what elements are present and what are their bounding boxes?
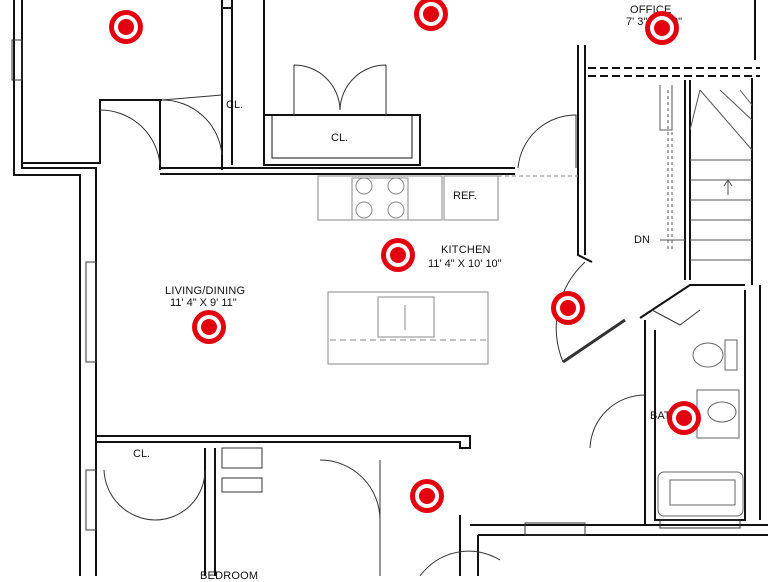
kitchen-size-label: 11' 4" X 10' 10" [428, 258, 502, 270]
wall-stair-left [684, 80, 691, 280]
door-leaf-closet [161, 94, 223, 101]
wall-top-left-segment [99, 99, 162, 110]
marker-bath[interactable] [667, 401, 701, 435]
wall-bedroom-closet [204, 448, 216, 576]
refrigerator-label: REF. [453, 190, 477, 202]
wall-bedroom-top [96, 435, 471, 449]
closet-label-bedroom: CL. [133, 448, 151, 460]
wall-office-bottom [588, 67, 760, 77]
marker-top-left[interactable] [109, 10, 143, 44]
kitchen-counter [317, 175, 578, 221]
marker-kitchen[interactable] [381, 238, 415, 272]
wall-closet-box [263, 0, 421, 166]
windows [11, 39, 741, 536]
kitchen-label: KITCHEN [441, 244, 491, 256]
exterior-wall-left [13, 0, 81, 576]
door-arc-kitchen-right [517, 114, 577, 169]
marker-office[interactable] [645, 11, 679, 45]
wall-top-left-room [22, 110, 101, 164]
wall-office-left [577, 45, 593, 263]
door-arc-closet [161, 99, 223, 156]
marker-bedroom[interactable] [410, 479, 444, 513]
door-arc-bath [589, 394, 646, 449]
wall-bedroom-right [459, 515, 768, 576]
kitchen-island [327, 291, 489, 365]
marker-top-center[interactable] [414, 0, 448, 31]
living-size-label: 11' 4" X 9' 11" [170, 297, 237, 309]
living-label: LIVING/DINING [165, 285, 246, 297]
closet-label-top-center: CL. [331, 132, 349, 144]
marker-living[interactable] [192, 310, 226, 344]
wall-closet-column [221, 0, 233, 170]
closet-label-top-left: CL. [226, 99, 244, 111]
exterior-wall-left-inner [21, 0, 97, 576]
door-double-closet [293, 64, 387, 115]
wall-kitchen-top [160, 167, 515, 175]
wall-bath-top [639, 284, 745, 319]
marker-hall[interactable] [551, 291, 585, 325]
stairs [659, 85, 753, 261]
wall-bath-right [744, 285, 761, 520]
bedroom-label: BEDROOM [200, 570, 259, 582]
door-double-bedroom-closet [103, 469, 206, 521]
door-arc-bedroom [319, 459, 381, 576]
stairs-down-label: DN [634, 234, 650, 246]
